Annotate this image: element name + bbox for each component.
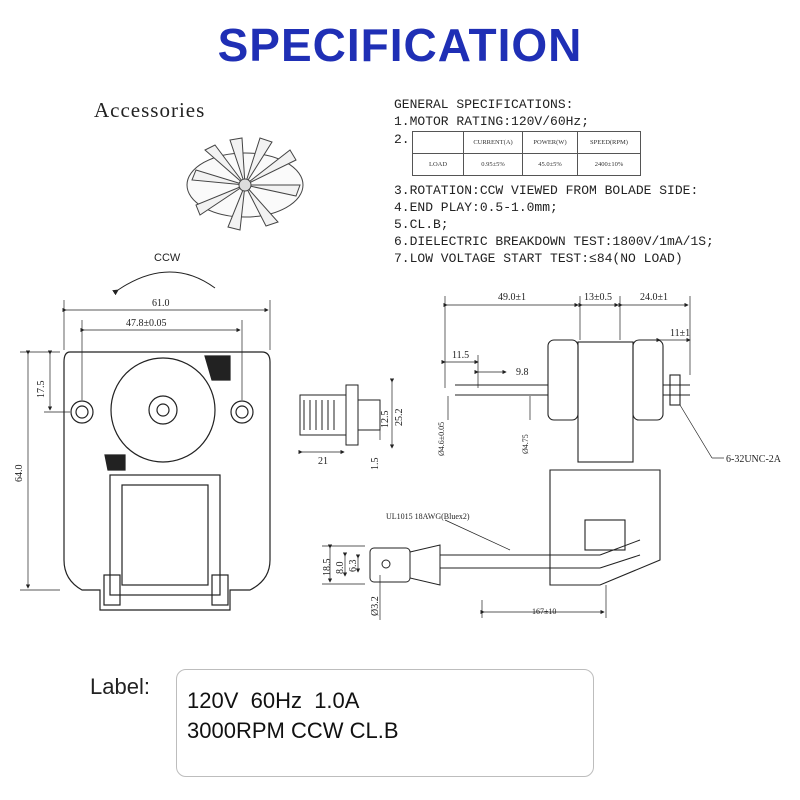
table-row: LOAD 0.95±5% 45.0±5% 2400±10% — [412, 153, 641, 176]
spec-item-2: 2. CURRENT(A) POWER(W) SPEED(RPM) LOAD 0… — [394, 131, 794, 176]
dim-9-8: 9.8 — [516, 367, 529, 378]
dim-3-2: Ø3.2 — [370, 596, 381, 616]
spec-item-5: 5.CL.B; — [394, 217, 449, 232]
spec-item-7: 7.LOW VOLTAGE START TEST:≤84(NO LOAD) — [394, 251, 683, 266]
motor-side-view — [455, 339, 690, 586]
rating-table: CURRENT(A) POWER(W) SPEED(RPM) LOAD 0.95… — [412, 131, 641, 176]
label-line-2: 3000RPM CCW CL.B — [187, 718, 399, 743]
ccw-label: CCW — [154, 252, 181, 264]
motor-front-view — [63, 351, 271, 611]
general-specifications: GENERAL SPECIFICATIONS: 1.MOTOR RATING:1… — [394, 96, 794, 267]
dim-shaft-dia-2: Ø4.75 — [521, 434, 530, 454]
dim-width: 61.0 — [152, 298, 170, 309]
dim-167: 167±10 — [532, 607, 556, 616]
connector-view — [298, 378, 395, 455]
spec-item-6: 6.DIELECTRIC BREAKDOWN TEST:1800V/1mA/1S… — [394, 234, 714, 249]
dim-holes: 47.8±0.05 — [126, 318, 167, 329]
side-view-dimensions — [441, 296, 724, 459]
page-title: SPECIFICATION — [217, 19, 583, 71]
dim-24: 24.0±1 — [640, 292, 668, 303]
fan-blade-image — [186, 137, 304, 231]
dim-13: 13±0.5 — [584, 292, 612, 303]
spec-item-3: 3.ROTATION:CCW VIEWED FROM BOLADE SIDE: — [394, 183, 699, 198]
dim-6-3: 6.3 — [348, 560, 359, 573]
ccw-arrow-icon — [112, 271, 216, 296]
wire-spec: UL1015 18AWG(Bluex2) — [386, 512, 470, 521]
dim-11: 11±1 — [670, 328, 690, 339]
table-cell: 0.95±5% — [463, 153, 523, 176]
spec-heading: GENERAL SPECIFICATIONS: — [394, 97, 574, 112]
dim-height: 64.0 — [14, 465, 25, 483]
dim-8-0: 8.0 — [335, 562, 346, 575]
dim-25-2: 25.2 — [394, 409, 405, 427]
spec-item-4: 4.END PLAY:0.5-1.0mm; — [394, 200, 558, 215]
dim-shaft-dia: Ø4.6±0.05 — [437, 422, 446, 456]
label-box: 120V 60Hz 1.0A 3000RPM CCW CL.B — [176, 669, 594, 777]
spec-item-1: 1.MOTOR RATING:120V/60Hz; — [394, 114, 590, 129]
table-header-row: CURRENT(A) POWER(W) SPEED(RPM) — [412, 131, 641, 154]
dim-1-5: 1.5 — [370, 458, 381, 471]
thread-spec: 6-32UNC-2A — [726, 454, 782, 465]
label-key: Label: — [90, 674, 150, 699]
dim-offset: 17.5 — [36, 381, 47, 399]
spec-item-2-number: 2. — [394, 132, 410, 147]
front-view-dimensions — [20, 300, 271, 591]
dim-21: 21 — [318, 456, 328, 467]
dim-12-5: 12.5 — [380, 411, 391, 429]
table-cell: 2400±10% — [577, 153, 641, 176]
dim-11-5: 11.5 — [452, 350, 469, 361]
dim-18-5: 18.5 — [322, 559, 333, 577]
dim-49: 49.0±1 — [498, 292, 526, 303]
accessories-label: Accessories — [94, 98, 206, 122]
wire-terminal-view — [322, 519, 641, 620]
label-line-1: 120V 60Hz 1.0A — [187, 688, 360, 713]
